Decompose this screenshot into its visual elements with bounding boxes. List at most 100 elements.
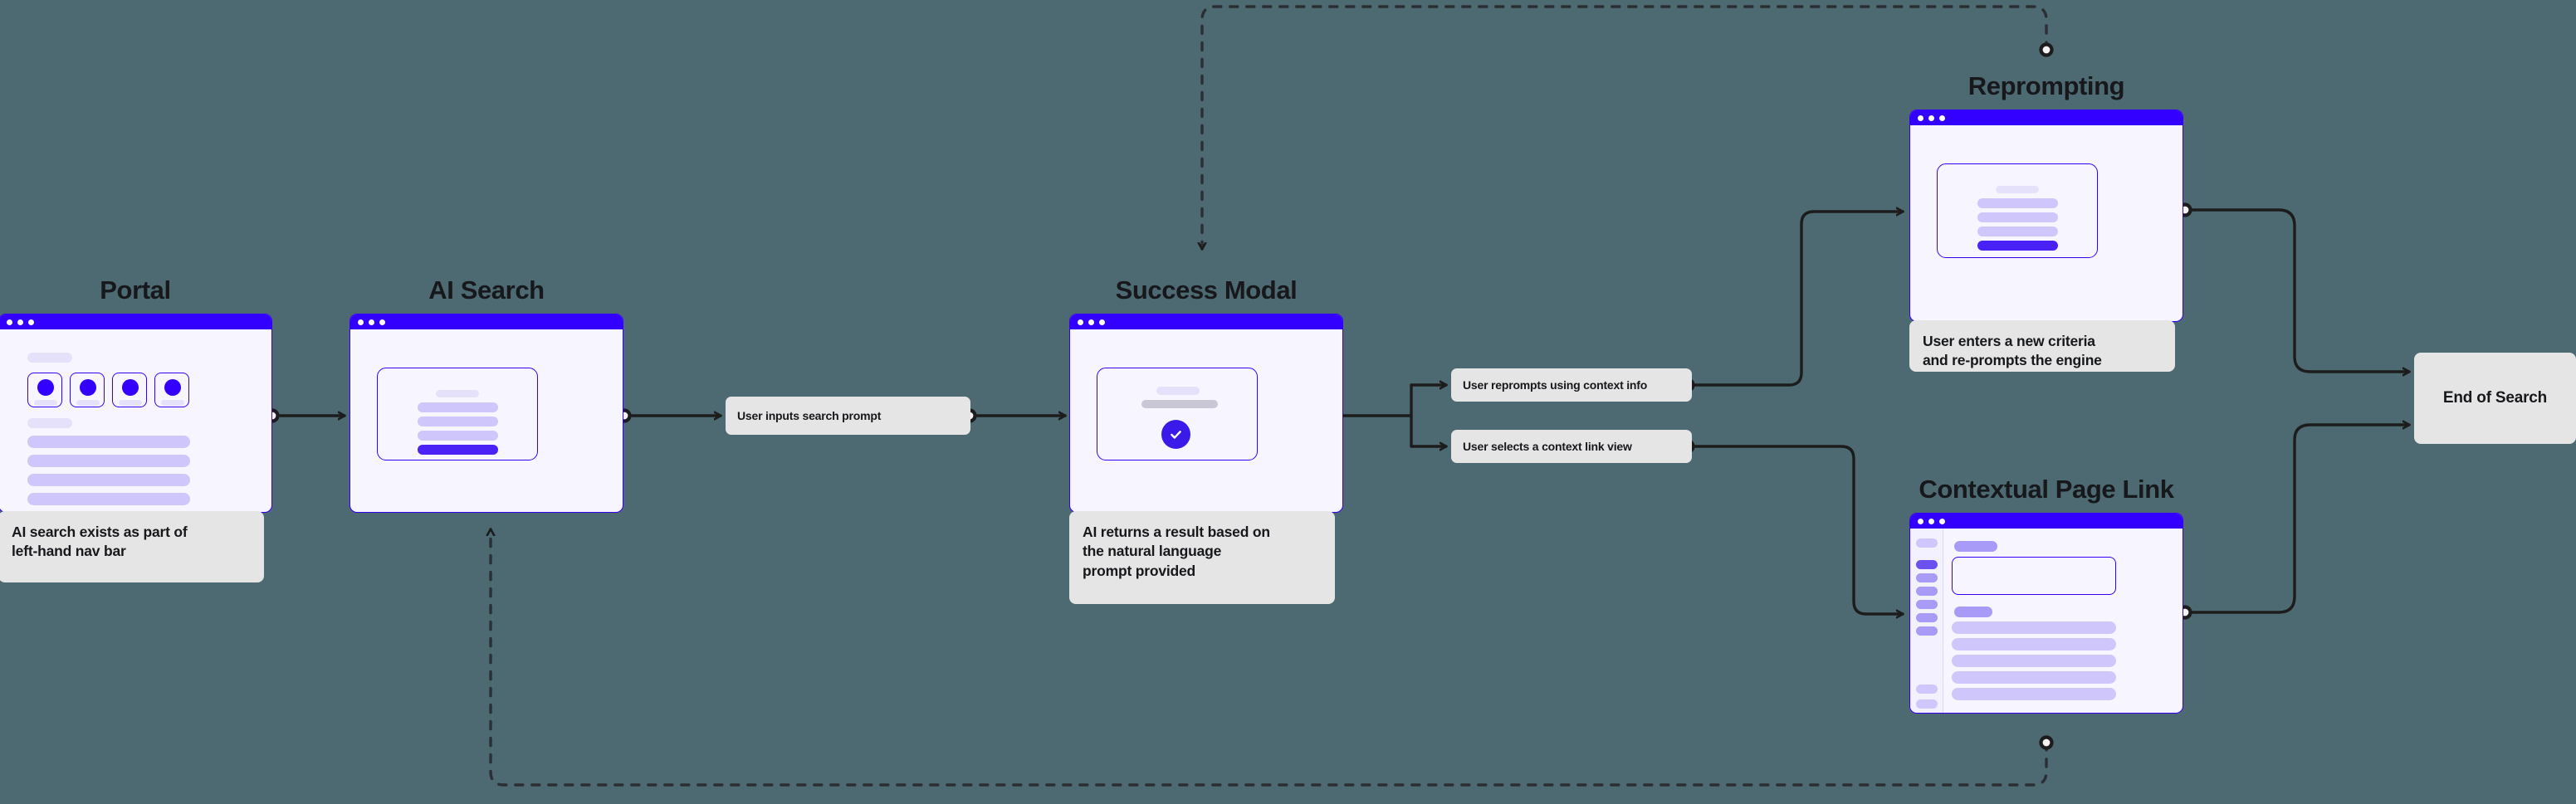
result-row [1952,655,2116,667]
result-row [1952,688,2116,700]
page-heading [1954,541,1997,552]
connector-dot-reprompting-top [2039,42,2054,57]
portal-tile[interactable] [70,373,105,407]
ai-search-content [350,329,623,512]
success-modal-window [1069,314,1343,513]
sidebar-item[interactable] [1916,626,1938,636]
reprompting-prompt-modal[interactable] [1937,163,2098,258]
context-detail-panel[interactable] [1952,557,2116,595]
modal-field-row [418,431,498,441]
portal-tile[interactable] [27,373,62,407]
label-user-reprompts-using-context-info: User reprompts using context info [1451,368,1692,402]
portal-title: Portal [100,275,171,305]
window-dot-icon [358,319,364,325]
portal-tile[interactable] [154,373,189,407]
portal-tile[interactable] [112,373,147,407]
window-dot-icon [1928,115,1934,121]
avatar-icon [37,379,54,396]
success-subcaption [1141,400,1218,408]
card-portal[interactable]: Portal [0,275,272,582]
sidebar-footer-item[interactable] [1916,685,1938,694]
ai-search-titlebar [350,314,623,329]
window-dot-icon [1918,518,1923,524]
portal-list-row [27,474,190,486]
portal-note: AI search exists as part of left-hand na… [0,511,264,582]
window-dot-icon [1928,518,1934,524]
contextual-page-content [1910,529,2183,713]
portal-section-label-2 [27,418,72,428]
modal-submit-button[interactable] [1977,241,2058,251]
section-heading [1954,607,1992,617]
edge-success-to-contextlink-label [1410,414,1446,446]
end-of-search-node: End of Search [2414,353,2576,444]
card-success-modal[interactable]: Success Modal AI returns a result based … [1069,275,1343,604]
reprompting-titlebar [1910,110,2183,125]
sidebar-item[interactable] [1916,600,1938,609]
check-icon [1161,420,1190,449]
window-dot-icon [1939,518,1945,524]
modal-field-row [1977,198,2058,208]
window-dot-icon [1918,115,1923,121]
edge-contextual-to-end [2183,425,2409,614]
sidebar-item[interactable] [1916,613,1938,622]
portal-list-row [27,493,190,505]
contextual-page-window [1909,513,2183,714]
label-user-inputs-search-prompt: User inputs search prompt [726,397,970,435]
modal-field-row [1977,212,2058,222]
ai-search-prompt-modal[interactable] [377,368,538,460]
modal-caption [1996,186,2039,193]
window-dot-icon [1088,319,1094,325]
modal-field-row [1977,227,2058,236]
success-modal-title: Success Modal [1115,275,1298,305]
result-row [1952,621,2116,634]
contextual-page-link-title: Contextual Page Link [1919,475,2174,504]
window-dot-icon [1078,319,1083,325]
avatar-icon [122,379,139,396]
modal-submit-button[interactable] [418,445,498,455]
portal-content [0,329,271,512]
ai-search-window [349,314,623,513]
avatar-icon [164,379,181,396]
edge-contextlabel-to-contextual-page [1686,445,1903,614]
portal-window [0,314,272,513]
result-row [1952,671,2116,684]
contextual-page-titlebar [1910,514,2183,529]
sidebar-logo [1916,538,1938,548]
window-dot-icon [17,319,23,325]
success-caption [1156,387,1200,395]
result-row [1952,638,2116,651]
window-dot-icon [1939,115,1945,121]
label-user-selects-context-link-view: User selects a context link view [1451,430,1692,463]
modal-field-row [418,417,498,426]
window-dot-icon [7,319,12,325]
success-modal-content [1070,329,1342,512]
window-dot-icon [1099,319,1105,325]
success-modal-note: AI returns a result based on the natural… [1069,511,1335,604]
portal-section-label-1 [27,353,72,363]
ai-search-title: AI Search [428,275,545,305]
card-ai-search[interactable]: AI Search [349,275,623,513]
sidebar-item[interactable] [1916,587,1938,596]
window-dot-icon [369,319,374,325]
sidebar-item-active[interactable] [1916,560,1938,569]
portal-list-row [27,455,190,467]
portal-tile-label [161,400,184,406]
modal-field-row [418,402,498,412]
connector-dot-contextual-bottom [2039,735,2054,750]
portal-tile-label [119,400,142,406]
sidebar-item[interactable] [1916,573,1938,582]
card-reprompting[interactable]: Reprompting User enters a new criteria a… [1909,71,2183,372]
left-nav-sidebar[interactable] [1910,529,1943,713]
edge-reprompting-to-end [2183,208,2409,372]
window-dot-icon [28,319,34,325]
success-modal-titlebar [1070,314,1342,329]
success-dialog [1097,368,1258,460]
sidebar-footer-item[interactable] [1916,699,1938,709]
avatar-icon [80,379,96,396]
card-contextual-page-link[interactable]: Contextual Page Link [1909,475,2183,714]
reprompting-window [1909,110,2183,322]
reprompting-content [1910,125,2183,321]
portal-tile-label [76,400,100,406]
portal-tile-label [34,400,57,406]
